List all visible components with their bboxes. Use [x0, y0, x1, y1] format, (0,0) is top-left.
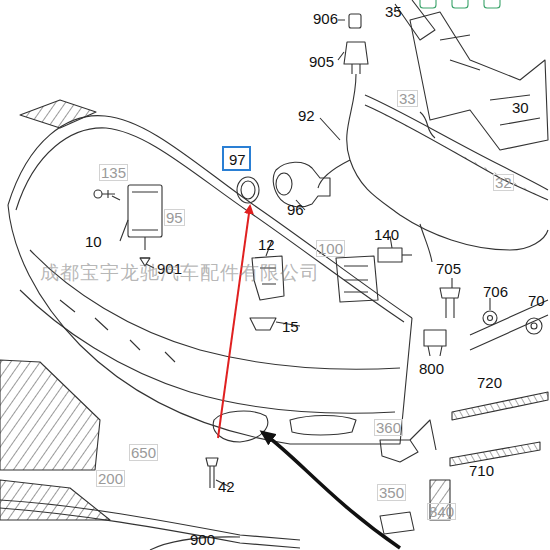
- callout-number: 720: [477, 374, 502, 391]
- callout-number: 32: [493, 174, 514, 191]
- callout-number: 650: [129, 444, 158, 461]
- callout-number: 10: [85, 233, 102, 250]
- callout-number: 12: [258, 236, 275, 253]
- callout-number: 905: [309, 53, 334, 70]
- callout-number: 840: [427, 503, 456, 520]
- callout-number: 100: [316, 240, 345, 257]
- callout-number: 706: [483, 283, 508, 300]
- callout-number: 800: [419, 360, 444, 377]
- callout-number: 35: [385, 3, 402, 20]
- callout-number: 15: [282, 318, 299, 335]
- callout-number: 140: [374, 226, 399, 243]
- callout-number: 33: [397, 90, 418, 107]
- callout-number: 360: [374, 419, 403, 436]
- callout-number: 200: [96, 470, 125, 487]
- callout-number: 350: [377, 484, 406, 501]
- callout-number: 42: [218, 478, 235, 495]
- callout-number: 710: [469, 462, 494, 479]
- callout-number: 900: [190, 531, 215, 548]
- callout-number: 30: [512, 99, 529, 116]
- callout-number: 70: [528, 292, 545, 309]
- callout-number: 97: [229, 151, 244, 168]
- callout-box: 97: [222, 146, 251, 171]
- callout-number: 96: [287, 201, 304, 218]
- callout-number: 92: [298, 107, 315, 124]
- callout-number: 95: [164, 209, 185, 226]
- callout-number: 135: [99, 164, 128, 181]
- callout-number: 906: [313, 10, 338, 27]
- watermark: 成都宝宇龙驰汽车配件有限公司: [40, 262, 320, 284]
- callout-number: 705: [436, 260, 461, 277]
